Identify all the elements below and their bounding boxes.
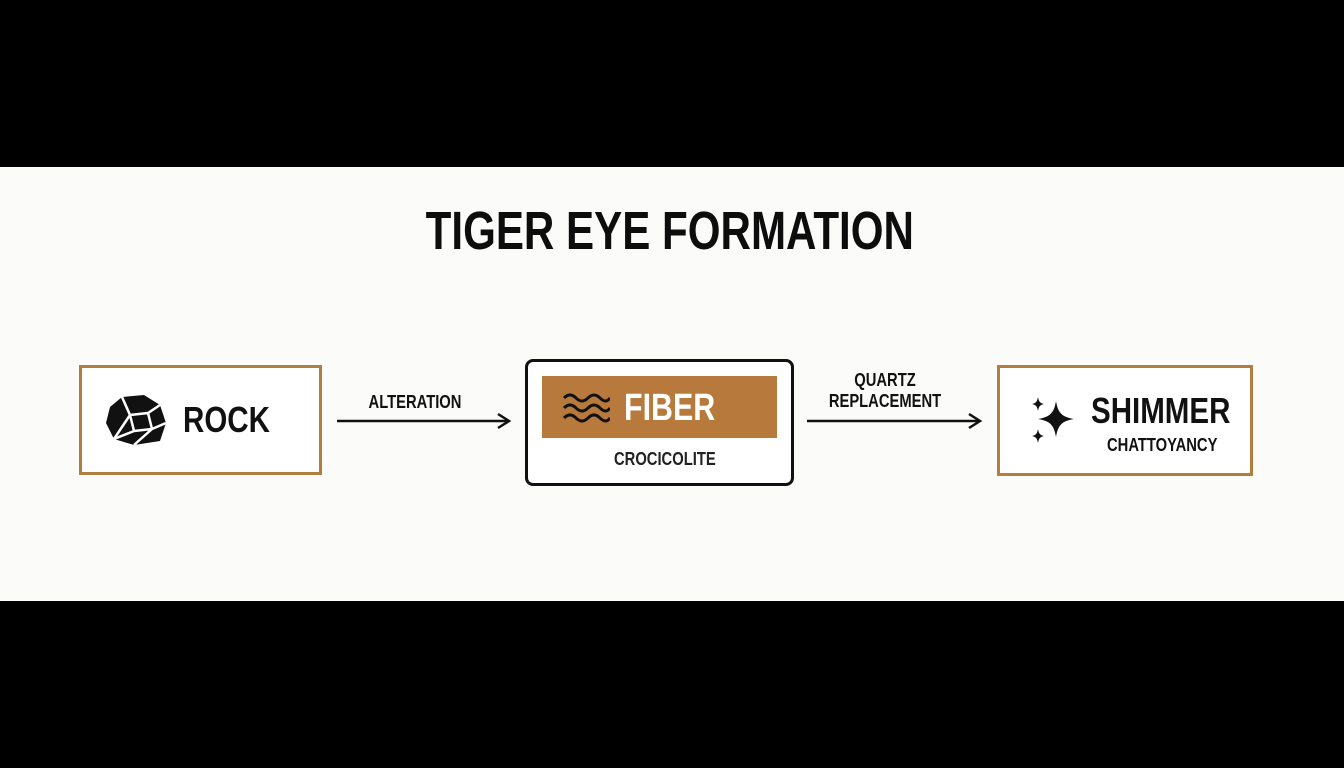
rock-icon [106, 395, 167, 446]
edge-alteration-label: ALTERATION [368, 392, 462, 412]
letterbox-bottom [0, 601, 1344, 768]
letterbox-top [0, 0, 1344, 167]
node-fiber-label: FIBER [624, 387, 716, 429]
node-shimmer-label: SHIMMER [1091, 390, 1231, 431]
edge-quartz-label: QUARTZ REPLACEMENT [815, 370, 954, 412]
node-rock-label: ROCK [183, 399, 270, 440]
node-shimmer [997, 365, 1253, 476]
diagram-title: TIGER EYE FORMATION [425, 201, 914, 261]
edge-quartz-label-line2: REPLACEMENT [828, 391, 942, 411]
node-fiber-sublabel: CROCICOLITE [614, 449, 716, 469]
edge-quartz-label-line1: QUARTZ [854, 370, 916, 390]
node-fiber-header [542, 376, 777, 438]
sparkle-icon [1032, 397, 1074, 443]
node-shimmer-sublabel: CHATTOYANCY [1107, 435, 1218, 455]
wave-icon [562, 393, 610, 423]
